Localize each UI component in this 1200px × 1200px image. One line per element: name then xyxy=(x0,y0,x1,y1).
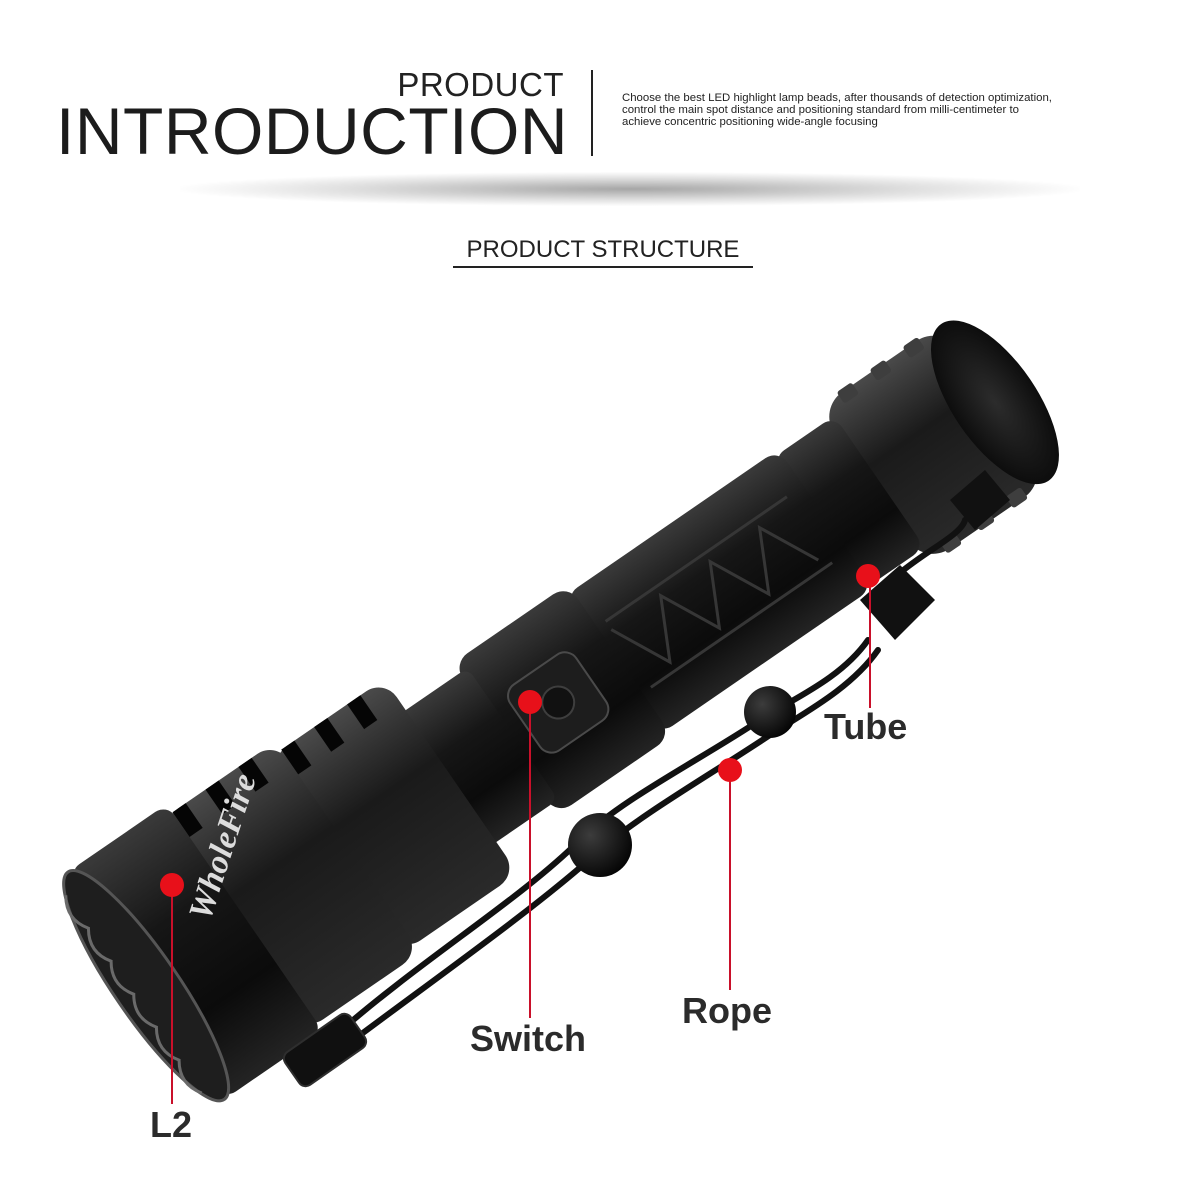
product-title-large: INTRODUCTION xyxy=(56,94,568,168)
rope-clip xyxy=(860,470,1010,640)
callout-tube-label: Tube xyxy=(824,706,908,747)
tube-grip-pattern xyxy=(604,495,834,689)
callout-dots xyxy=(160,564,880,897)
callout-dot-switch xyxy=(518,690,542,714)
tube xyxy=(570,455,868,729)
callout-dot-tube xyxy=(856,564,880,588)
description-line: achieve concentric positioning wide-angl… xyxy=(622,116,878,128)
rope-end-tip xyxy=(282,1012,368,1088)
tail-cap-grooves xyxy=(837,337,1028,553)
header-divider xyxy=(591,70,593,156)
head-ring xyxy=(277,687,510,945)
tail-cap-end xyxy=(930,320,1059,485)
head-ring-grooves xyxy=(172,695,378,837)
head-ring xyxy=(168,750,412,1024)
callout-dot-rope xyxy=(718,758,742,782)
description-line: control the main spot distance and posit… xyxy=(622,104,1019,116)
rope-bead xyxy=(568,813,632,877)
bezel-teeth xyxy=(64,895,203,1095)
callout-lines xyxy=(171,576,871,1104)
neck xyxy=(401,671,555,844)
callout-rope-label: Rope xyxy=(682,990,772,1031)
product-title-small: PRODUCT xyxy=(397,66,564,103)
tail-collar xyxy=(777,421,920,585)
callout-dot-head xyxy=(160,873,184,897)
callout-head-label: L2 xyxy=(150,1104,193,1145)
rope-bead xyxy=(744,686,796,738)
bezel xyxy=(73,809,318,1094)
section-title: PRODUCT STRUCTURE xyxy=(453,236,753,268)
header-description: Choose the best LED highlight lamp beads… xyxy=(622,92,1122,128)
description-line: Choose the best LED highlight lamp beads… xyxy=(622,92,1052,104)
switch-button xyxy=(541,685,576,720)
flashlight-body xyxy=(62,320,1059,1103)
callout-switch-label: Switch xyxy=(470,1018,587,1059)
header-shadow xyxy=(180,172,1080,206)
